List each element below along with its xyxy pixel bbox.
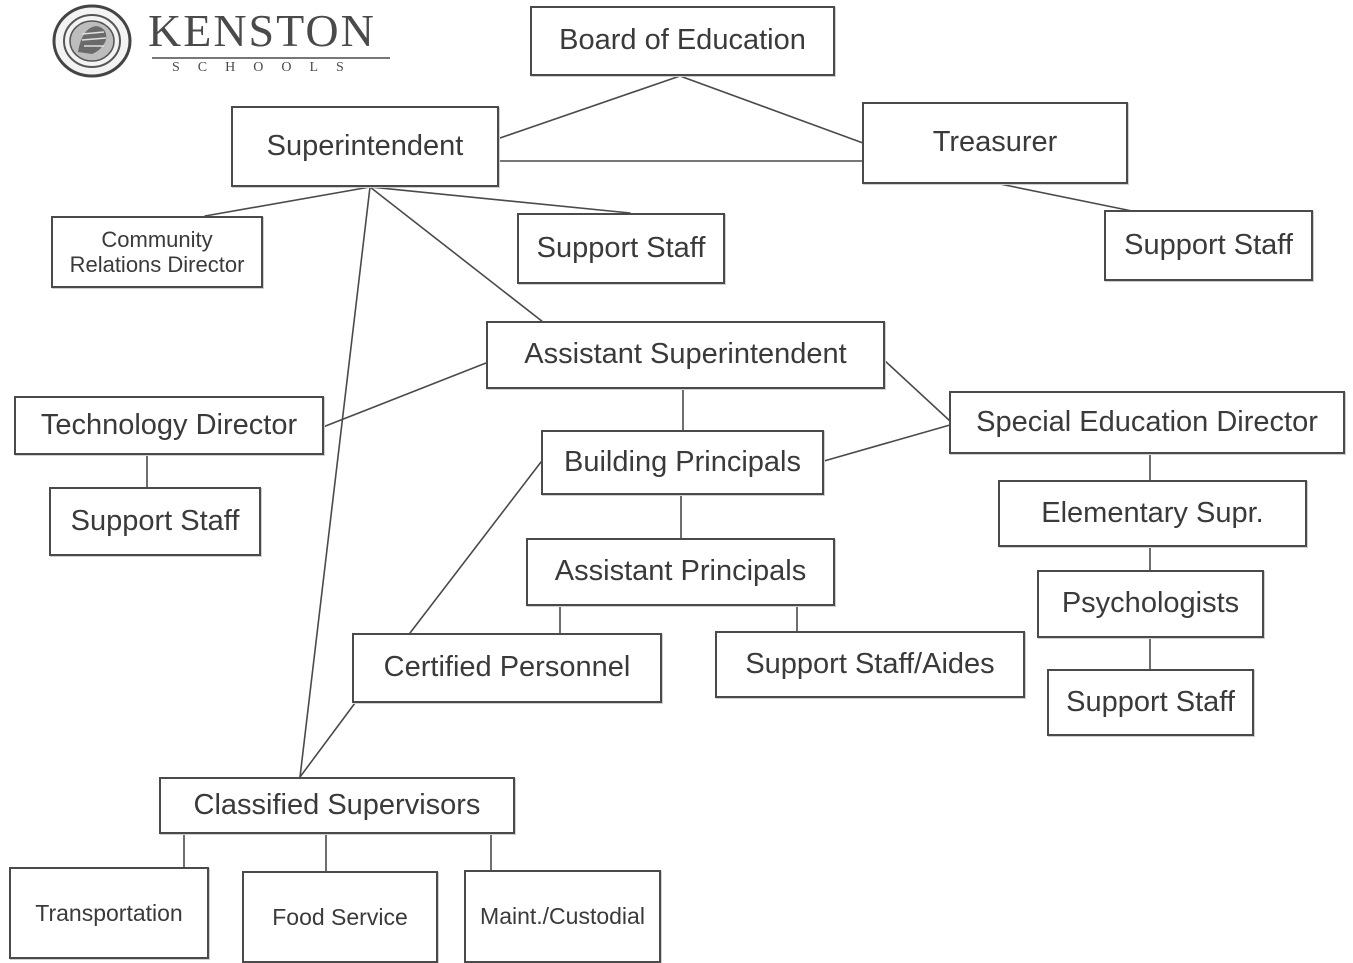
connector-certified-classified <box>299 702 356 778</box>
logo-divider <box>152 57 390 59</box>
special-education-director-box: Special Education Director <box>949 391 1345 454</box>
transportation-box: Transportation <box>9 867 209 959</box>
connector-board-treasurer <box>679 75 864 144</box>
certified-personnel-box: Certified Personnel <box>352 633 662 703</box>
kenston-logo: KENSTON SCHOOLS <box>52 4 397 82</box>
connector-board-superintendent <box>499 75 681 139</box>
psychologists-box: Psychologists <box>1037 570 1264 638</box>
logo-subtitle: SCHOOLS <box>172 60 362 75</box>
elementary-supervisor-box: Elementary Supr. <box>998 480 1307 547</box>
support-staff-aides-box: Support Staff/Aides <box>715 631 1025 698</box>
connector-assistant-special <box>883 359 951 422</box>
superintendent-support-staff-box: Support Staff <box>517 213 725 284</box>
connector-building-certified <box>409 461 542 634</box>
board-of-education-box: Board of Education <box>530 6 835 76</box>
treasurer-support-staff-box: Support Staff <box>1104 210 1313 281</box>
connector-treasurer-support <box>999 183 1133 212</box>
technology-director-box: Technology Director <box>14 396 324 455</box>
classified-supervisors-box: Classified Supervisors <box>159 777 515 834</box>
connector-superintendent-community <box>204 186 371 217</box>
treasurer-box: Treasurer <box>862 102 1128 184</box>
community-relations-line-2: Relations Director <box>69 252 245 277</box>
assistant-principals-box: Assistant Principals <box>526 538 835 606</box>
connector-superintendent-classified <box>299 186 371 778</box>
superintendent-box: Superintendent <box>231 106 499 187</box>
food-service-box: Food Service <box>242 871 438 963</box>
community-relations-director-box: Community Relations Director <box>51 216 263 288</box>
building-principals-box: Building Principals <box>541 430 824 495</box>
community-relations-line-1: Community <box>101 226 213 252</box>
connector-superintendent-assistant <box>369 186 544 323</box>
connector-building-special <box>823 424 951 462</box>
connector-superintendent-support <box>369 186 631 214</box>
maintenance-custodial-box: Maint./Custodial <box>464 870 661 963</box>
technology-support-staff-box: Support Staff <box>49 487 261 556</box>
connector-assistant-technology <box>322 362 487 428</box>
school-seal-icon <box>52 4 132 78</box>
logo-wordmark: KENSTON <box>148 5 376 56</box>
assistant-superintendent-box: Assistant Superintendent <box>486 321 885 389</box>
special-ed-support-staff-box: Support Staff <box>1047 669 1254 736</box>
